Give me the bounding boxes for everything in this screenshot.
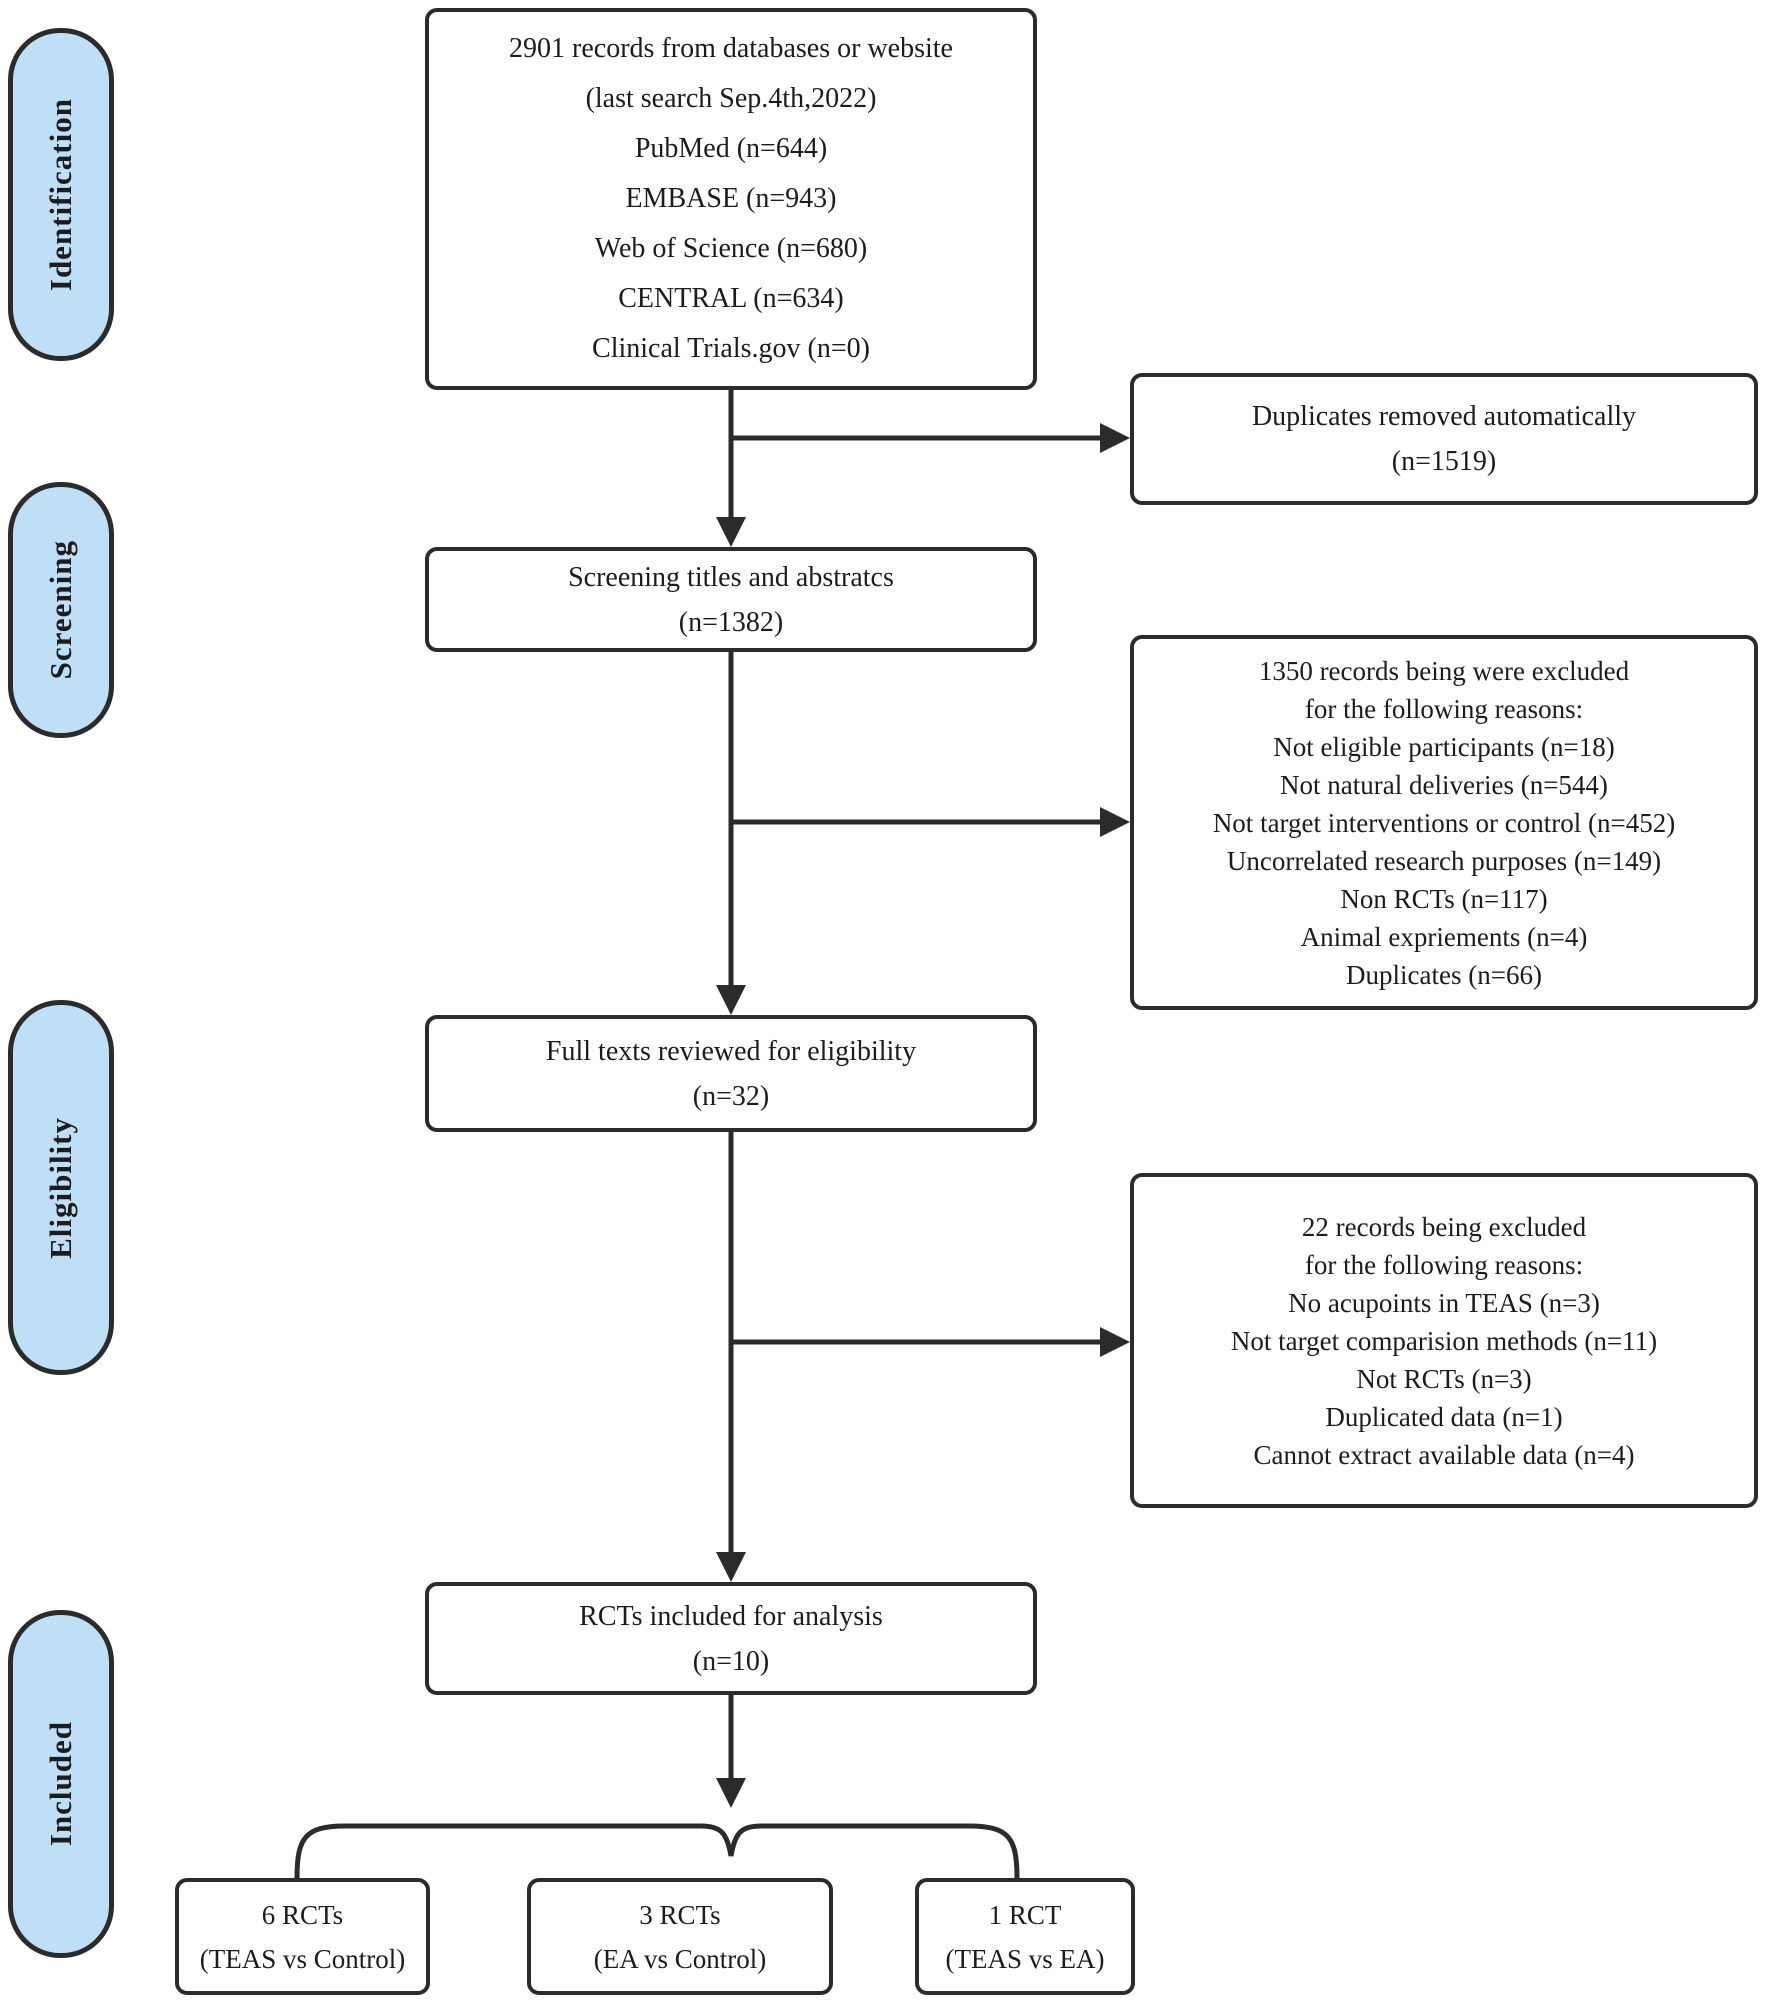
arrowhead-down-3 [716,1552,746,1582]
records-box-line: EMBASE (n=943) [625,183,837,214]
screening-excluded-box-line: Uncorrelated research purposes (n=149) [1226,845,1662,876]
included-rcts-box: RCTs included for analysis (n=10) [425,1582,1037,1695]
arrowhead-down-1 [716,517,746,547]
included-rcts-box-line: (n=10) [692,1645,770,1677]
teas-vs-control-box-line: (TEAS vs Control) [199,1943,406,1974]
records-box-line: 2901 records from databases or website [509,33,953,64]
stage-label-identification: Identification [43,97,78,292]
full-texts-box: Full texts reviewed for eligibility (n=32… [425,1015,1037,1132]
arrowhead-right-3 [1100,1327,1130,1357]
teas-vs-control-box-line: 6 RCTs [261,1899,344,1930]
eligibility-excluded-box-line: Duplicated data (n=1) [1325,1401,1563,1432]
eligibility-excluded-box-line: No acupoints in TEAS (n=3) [1288,1287,1600,1318]
stage-pill-eligibility: Eligibility [8,1000,114,1375]
arrowhead-down-2 [716,985,746,1015]
records-box-line: (last search Sep.4th,2022) [585,83,877,114]
screening-excluded-box: 1350 records being were excluded for the … [1130,635,1758,1010]
teas-vs-control-box: 6 RCTs (TEAS vs Control) [175,1878,430,1995]
ea-vs-control-box-line: 3 RCTs [639,1899,721,1930]
records-box-line: Clinical Trials.gov (n=0) [592,333,870,364]
teas-vs-ea-box-line: (TEAS vs EA) [945,1943,1105,1974]
duplicates-removed-box-line: Duplicates removed automatically [1251,401,1637,432]
records-box-line: Web of Science (n=680) [594,233,868,264]
full-texts-box-line: (n=32) [692,1080,770,1112]
records-box-line: CENTRAL (n=634) [618,283,844,314]
arrowhead-right-2 [1100,807,1130,837]
screening-titles-box: Screening titles and abstratcs (n=1382) [425,547,1037,652]
teas-vs-ea-box-line: 1 RCT [988,1899,1062,1930]
stage-pill-identification: Identification [8,28,114,361]
stage-pill-included: Included [8,1610,114,1958]
screening-excluded-box-line: Not target interventions or control (n=4… [1212,807,1676,838]
screening-titles-box-line: (n=1382) [678,606,784,638]
eligibility-excluded-box: 22 records being excluded for the followi… [1130,1173,1758,1508]
stage-label-included: Included [43,1721,78,1847]
duplicates-removed-box-line: (n=1519) [1391,446,1497,477]
screening-excluded-box-line: Not eligible participants (n=18) [1273,731,1615,762]
stage-label-eligibility: Eligibility [43,1116,78,1259]
records-box-line: PubMed (n=644) [634,133,828,164]
teas-vs-ea-box: 1 RCT (TEAS vs EA) [915,1878,1135,1995]
screening-excluded-box-line: Not natural deliveries (n=544) [1280,769,1608,800]
screening-excluded-box-line: Duplicates (n=66) [1346,959,1542,990]
screening-excluded-box-line: Animal expriements (n=4) [1300,921,1588,952]
stage-pill-screening: Screening [8,482,114,738]
included-rcts-box-line: RCTs included for analysis [579,1600,883,1632]
screening-excluded-box-line: 1350 records being were excluded [1258,655,1630,686]
screening-excluded-box-line: Non RCTs (n=117) [1340,883,1548,914]
distribution-brace [294,1823,1020,1881]
screening-excluded-box-line: for the following reasons: [1304,693,1584,724]
arrowhead-right-1 [1100,423,1130,453]
stage-label-screening: Screening [43,540,78,680]
screening-titles-box-line: Screening titles and abstratcs [568,561,894,593]
eligibility-excluded-box-line: 22 records being excluded [1301,1211,1587,1242]
eligibility-excluded-box-line: Not target comparision methods (n=11) [1230,1325,1658,1356]
arrowhead-down-4 [716,1778,746,1808]
eligibility-excluded-box-line: for the following reasons: [1304,1249,1584,1280]
records-box: 2901 records from databases or website (l… [425,8,1037,390]
eligibility-excluded-box-line: Not RCTs (n=3) [1356,1363,1532,1394]
ea-vs-control-box: 3 RCTs (EA vs Control) [527,1878,833,1995]
duplicates-removed-box: Duplicates removed automatically (n=1519) [1130,373,1758,505]
ea-vs-control-box-line: (EA vs Control) [593,1943,767,1974]
full-texts-box-line: Full texts reviewed for eligibility [545,1035,917,1067]
eligibility-excluded-box-line: Cannot extract available data (n=4) [1253,1439,1635,1470]
